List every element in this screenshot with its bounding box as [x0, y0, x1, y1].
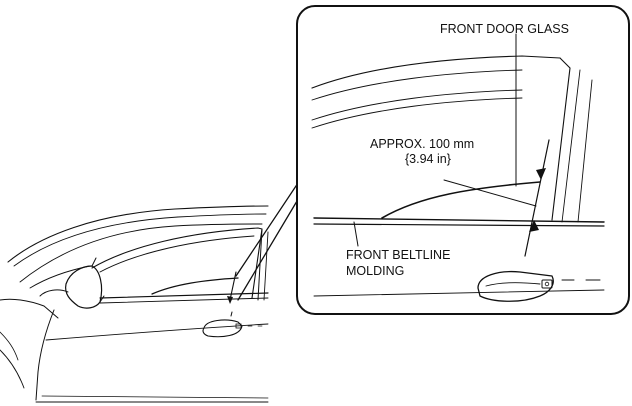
leader-beltline [353, 221, 359, 247]
callout-connector-upper [235, 179, 301, 277]
door-window-frame [91, 227, 263, 299]
pillar-line-3 [577, 79, 593, 223]
callout-connector-lower [237, 195, 301, 301]
handle-key-overview [235, 323, 242, 329]
pillar-line-2 [561, 69, 581, 223]
marker-tick [230, 311, 233, 317]
measure-arrow-up [536, 168, 546, 180]
rocker-line-2 [41, 395, 269, 399]
roof-line [7, 205, 269, 263]
roof-inner-line [13, 213, 267, 267]
door-glass-curve [381, 181, 541, 219]
beltline-molding-overview [99, 292, 269, 299]
window-frame-line3 [311, 89, 523, 121]
label-front-beltline-line2: MOLDING [346, 264, 404, 278]
door-handle-inner [485, 282, 541, 287]
door-character-line [45, 323, 269, 341]
label-approx-in: {3.94 in} [405, 152, 451, 166]
beltline-molding-bottom [313, 223, 605, 227]
fender-crease [0, 331, 19, 361]
wheel-arch [0, 349, 25, 389]
fender-line [0, 298, 59, 319]
detail-view [311, 33, 605, 302]
window-frame-inner [311, 69, 523, 101]
handle-key-detail [541, 279, 553, 289]
measure-line [524, 139, 550, 257]
door-glass-edge [151, 277, 239, 295]
leader-approx [443, 179, 537, 207]
measure-arrow-down [529, 220, 539, 232]
mirror-mount [91, 257, 105, 303]
a-pillar-line [19, 223, 263, 283]
label-front-beltline-line1: FRONT BELTLINE [346, 248, 450, 262]
pillar-line-1 [551, 57, 571, 221]
label-front-door-glass: FRONT DOOR GLASS [440, 22, 569, 36]
b-pillar-line [257, 228, 263, 301]
door-handle-overview [202, 319, 243, 338]
door-lower-line [313, 289, 605, 297]
beltline-molding-overview-2 [99, 297, 269, 304]
window-frame-outer [311, 55, 561, 89]
front-edge [35, 309, 55, 401]
b-pillar-line-2 [263, 231, 269, 301]
side-mirror [65, 265, 103, 309]
beltline-molding-top [313, 217, 605, 223]
door-window-inner [99, 235, 255, 273]
windshield-edge [29, 265, 91, 289]
window-frame-line4 [311, 97, 523, 129]
label-approx-mm: APPROX. 100 mm [370, 137, 474, 151]
marker-arrow-head [227, 296, 233, 304]
marker-arrow-shaft [229, 271, 237, 301]
handle-key-hole [544, 281, 550, 287]
car-overview [0, 205, 269, 403]
mirror-base [39, 289, 69, 297]
